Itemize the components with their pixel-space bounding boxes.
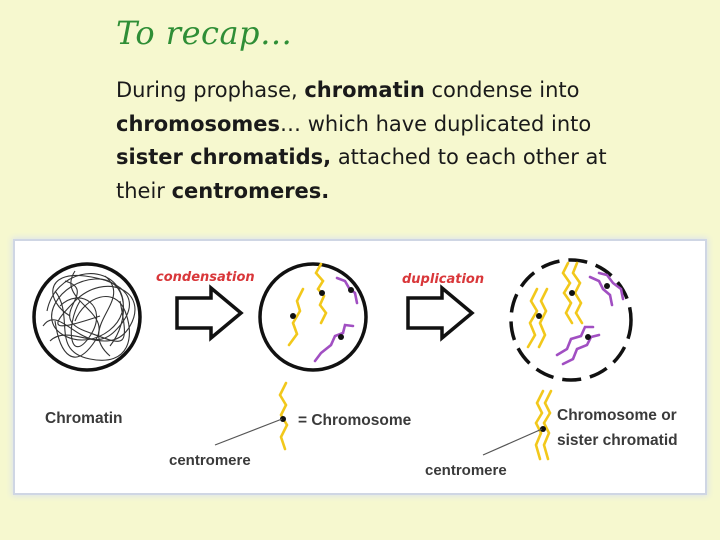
chromosome-purple-2 (313, 323, 355, 363)
chromosome-yellow-2 (287, 287, 305, 347)
chromatid-yellow-2b (537, 287, 549, 349)
sister-chromatid-label-line1: Chromosome or (557, 407, 677, 424)
chromatin-label: Chromatin (45, 410, 123, 427)
arrow-right-icon (406, 284, 475, 342)
centromere-label-2: centromere (425, 462, 507, 479)
chromatid-purple-2b (561, 333, 601, 366)
arrow-right-icon (175, 284, 244, 342)
centromere-dot (585, 334, 591, 340)
centromere-dot (290, 313, 296, 319)
centromere-dot (569, 290, 575, 296)
legend-chromosome (278, 381, 289, 451)
chromatin-nucleus (32, 262, 142, 372)
centromere-dot (319, 290, 325, 296)
legend-centromere-dot (540, 426, 546, 432)
chromatid-yellow-1a (561, 261, 574, 325)
chromatin-tangle (42, 270, 136, 361)
centromere-dot (338, 334, 344, 340)
body-segment-bold: centromeres. (171, 178, 330, 203)
centromere-pointer-line (214, 418, 283, 446)
centromere-pointer-line (482, 428, 543, 456)
legend-chromatid-b (542, 389, 553, 461)
legend-centromere-dot (280, 416, 286, 422)
recap-paragraph: During prophase, chromatin condense into… (116, 74, 636, 208)
sister-chromatid-nucleus (509, 258, 633, 382)
duplication-label: duplication (402, 272, 484, 287)
legend-chromatid-a (534, 389, 545, 461)
centromere-label-1: centromere (169, 452, 251, 469)
chromatid-purple-1a (588, 275, 614, 307)
body-segment-bold: chromosomes (116, 111, 281, 136)
condensation-label: condensation (156, 270, 255, 285)
chromosome-nucleus (258, 262, 368, 372)
body-segment: condense into (424, 78, 580, 102)
centromere-dot (536, 313, 542, 319)
chromatid-yellow-2a (526, 287, 539, 349)
chromosome-label: = Chromosome (298, 412, 412, 429)
body-segment: attached to each other at their (116, 145, 607, 203)
body-segment: During prophase, (116, 78, 305, 102)
diagram-canvas: condensation duplication (32, 258, 678, 479)
chromatid-purple-2a (555, 325, 595, 357)
centromere-dot (348, 287, 354, 293)
slide-title: To recap… (116, 14, 293, 52)
body-segment-bold: sister chromatids, (116, 145, 332, 169)
chromatid-purple-1b (597, 271, 625, 301)
centromere-dot (604, 283, 610, 289)
body-segment: … which have duplicated into (280, 111, 592, 136)
nucleus-outline-2 (258, 262, 368, 372)
sister-chromatid-label-line2: sister chromatid (557, 432, 678, 449)
body-segment-bold: chromatin (304, 78, 425, 102)
prophase-diagram: condensation duplication (15, 241, 705, 493)
